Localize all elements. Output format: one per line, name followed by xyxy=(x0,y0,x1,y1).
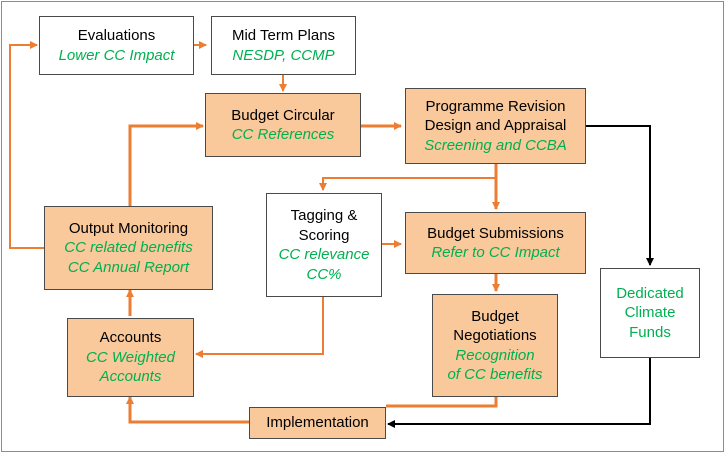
arrow-tagging-to-accounts xyxy=(195,297,324,358)
node-output-monitoring: Output Monitoring CC related benefits CC… xyxy=(44,206,213,290)
node-subtitle-line2: Accounts xyxy=(99,368,162,386)
node-dedicated-climate-funds: Dedicated Climate Funds xyxy=(600,268,700,358)
node-subtitle-line1: CC related benefits xyxy=(64,239,193,257)
node-accounts: Accounts CC Weighted Accounts xyxy=(67,318,194,397)
node-subtitle-line2: CC Annual Report xyxy=(67,258,190,276)
node-title-line2: Negotiations xyxy=(453,327,537,344)
node-subtitle: CC References xyxy=(231,126,335,143)
node-title-line2: Scoring xyxy=(298,226,350,244)
node-subtitle-line2: of CC benefits xyxy=(447,366,543,383)
node-subtitle-line1: Recognition xyxy=(455,346,535,364)
node-title: Implementation xyxy=(266,414,369,432)
node-subtitle: Lower CC Impact xyxy=(58,46,175,64)
node-mid-term-plans: Mid Term Plans NESDP, CCMP xyxy=(211,16,356,75)
node-subtitle-line2: CC% xyxy=(306,265,342,283)
arrow-negotiations-to-implementation xyxy=(386,397,498,408)
node-title-line2: Design and Appraisal xyxy=(424,117,567,135)
node-implementation: Implementation xyxy=(249,407,386,439)
node-label-line1: Dedicated xyxy=(616,284,684,302)
node-title-line1: Tagging & xyxy=(290,207,358,224)
node-subtitle-line1: CC relevance xyxy=(278,246,370,263)
node-subtitle: NESDP, CCMP xyxy=(232,46,335,64)
node-budget-negotiations: Budget Negotiations Recognition of CC be… xyxy=(432,294,558,397)
node-budget-submissions: Budget Submissions Refer to CC Impact xyxy=(405,212,586,274)
node-label-line3: Funds xyxy=(629,323,671,341)
node-label-line2: Climate xyxy=(624,304,676,322)
node-tagging-scoring: Tagging & Scoring CC relevance CC% xyxy=(266,193,382,297)
node-title-line1: Budget xyxy=(471,307,519,325)
arrow-programme-to-tagging xyxy=(319,177,496,191)
node-title-line1: Programme Revision xyxy=(425,97,566,115)
node-title: Mid Term Plans xyxy=(231,27,336,44)
node-title: Accounts xyxy=(99,329,162,347)
node-programme-revision: Programme Revision Design and Appraisal … xyxy=(405,88,586,164)
node-title: Budget Submissions xyxy=(427,224,564,242)
arrow-programme-to-climate-funds xyxy=(586,125,654,266)
node-title: Budget Circular xyxy=(231,106,335,124)
node-budget-circular: Budget Circular CC References xyxy=(205,93,361,157)
arrow-climate-funds-to-implementation xyxy=(387,358,651,428)
arrow-implementation-to-accounts xyxy=(126,396,249,424)
node-title: Output Monitoring xyxy=(68,219,189,237)
node-subtitle: Screening and CCBA xyxy=(424,136,567,154)
node-subtitle-line1: CC Weighted xyxy=(86,348,175,366)
node-subtitle: Refer to CC Impact xyxy=(431,244,560,261)
node-evaluations: Evaluations Lower CC Impact xyxy=(39,16,194,75)
arrow-monitoring-to-circular xyxy=(128,122,204,206)
arrow-monitoring-to-evaluations xyxy=(9,41,44,249)
node-title: Evaluations xyxy=(77,27,156,44)
